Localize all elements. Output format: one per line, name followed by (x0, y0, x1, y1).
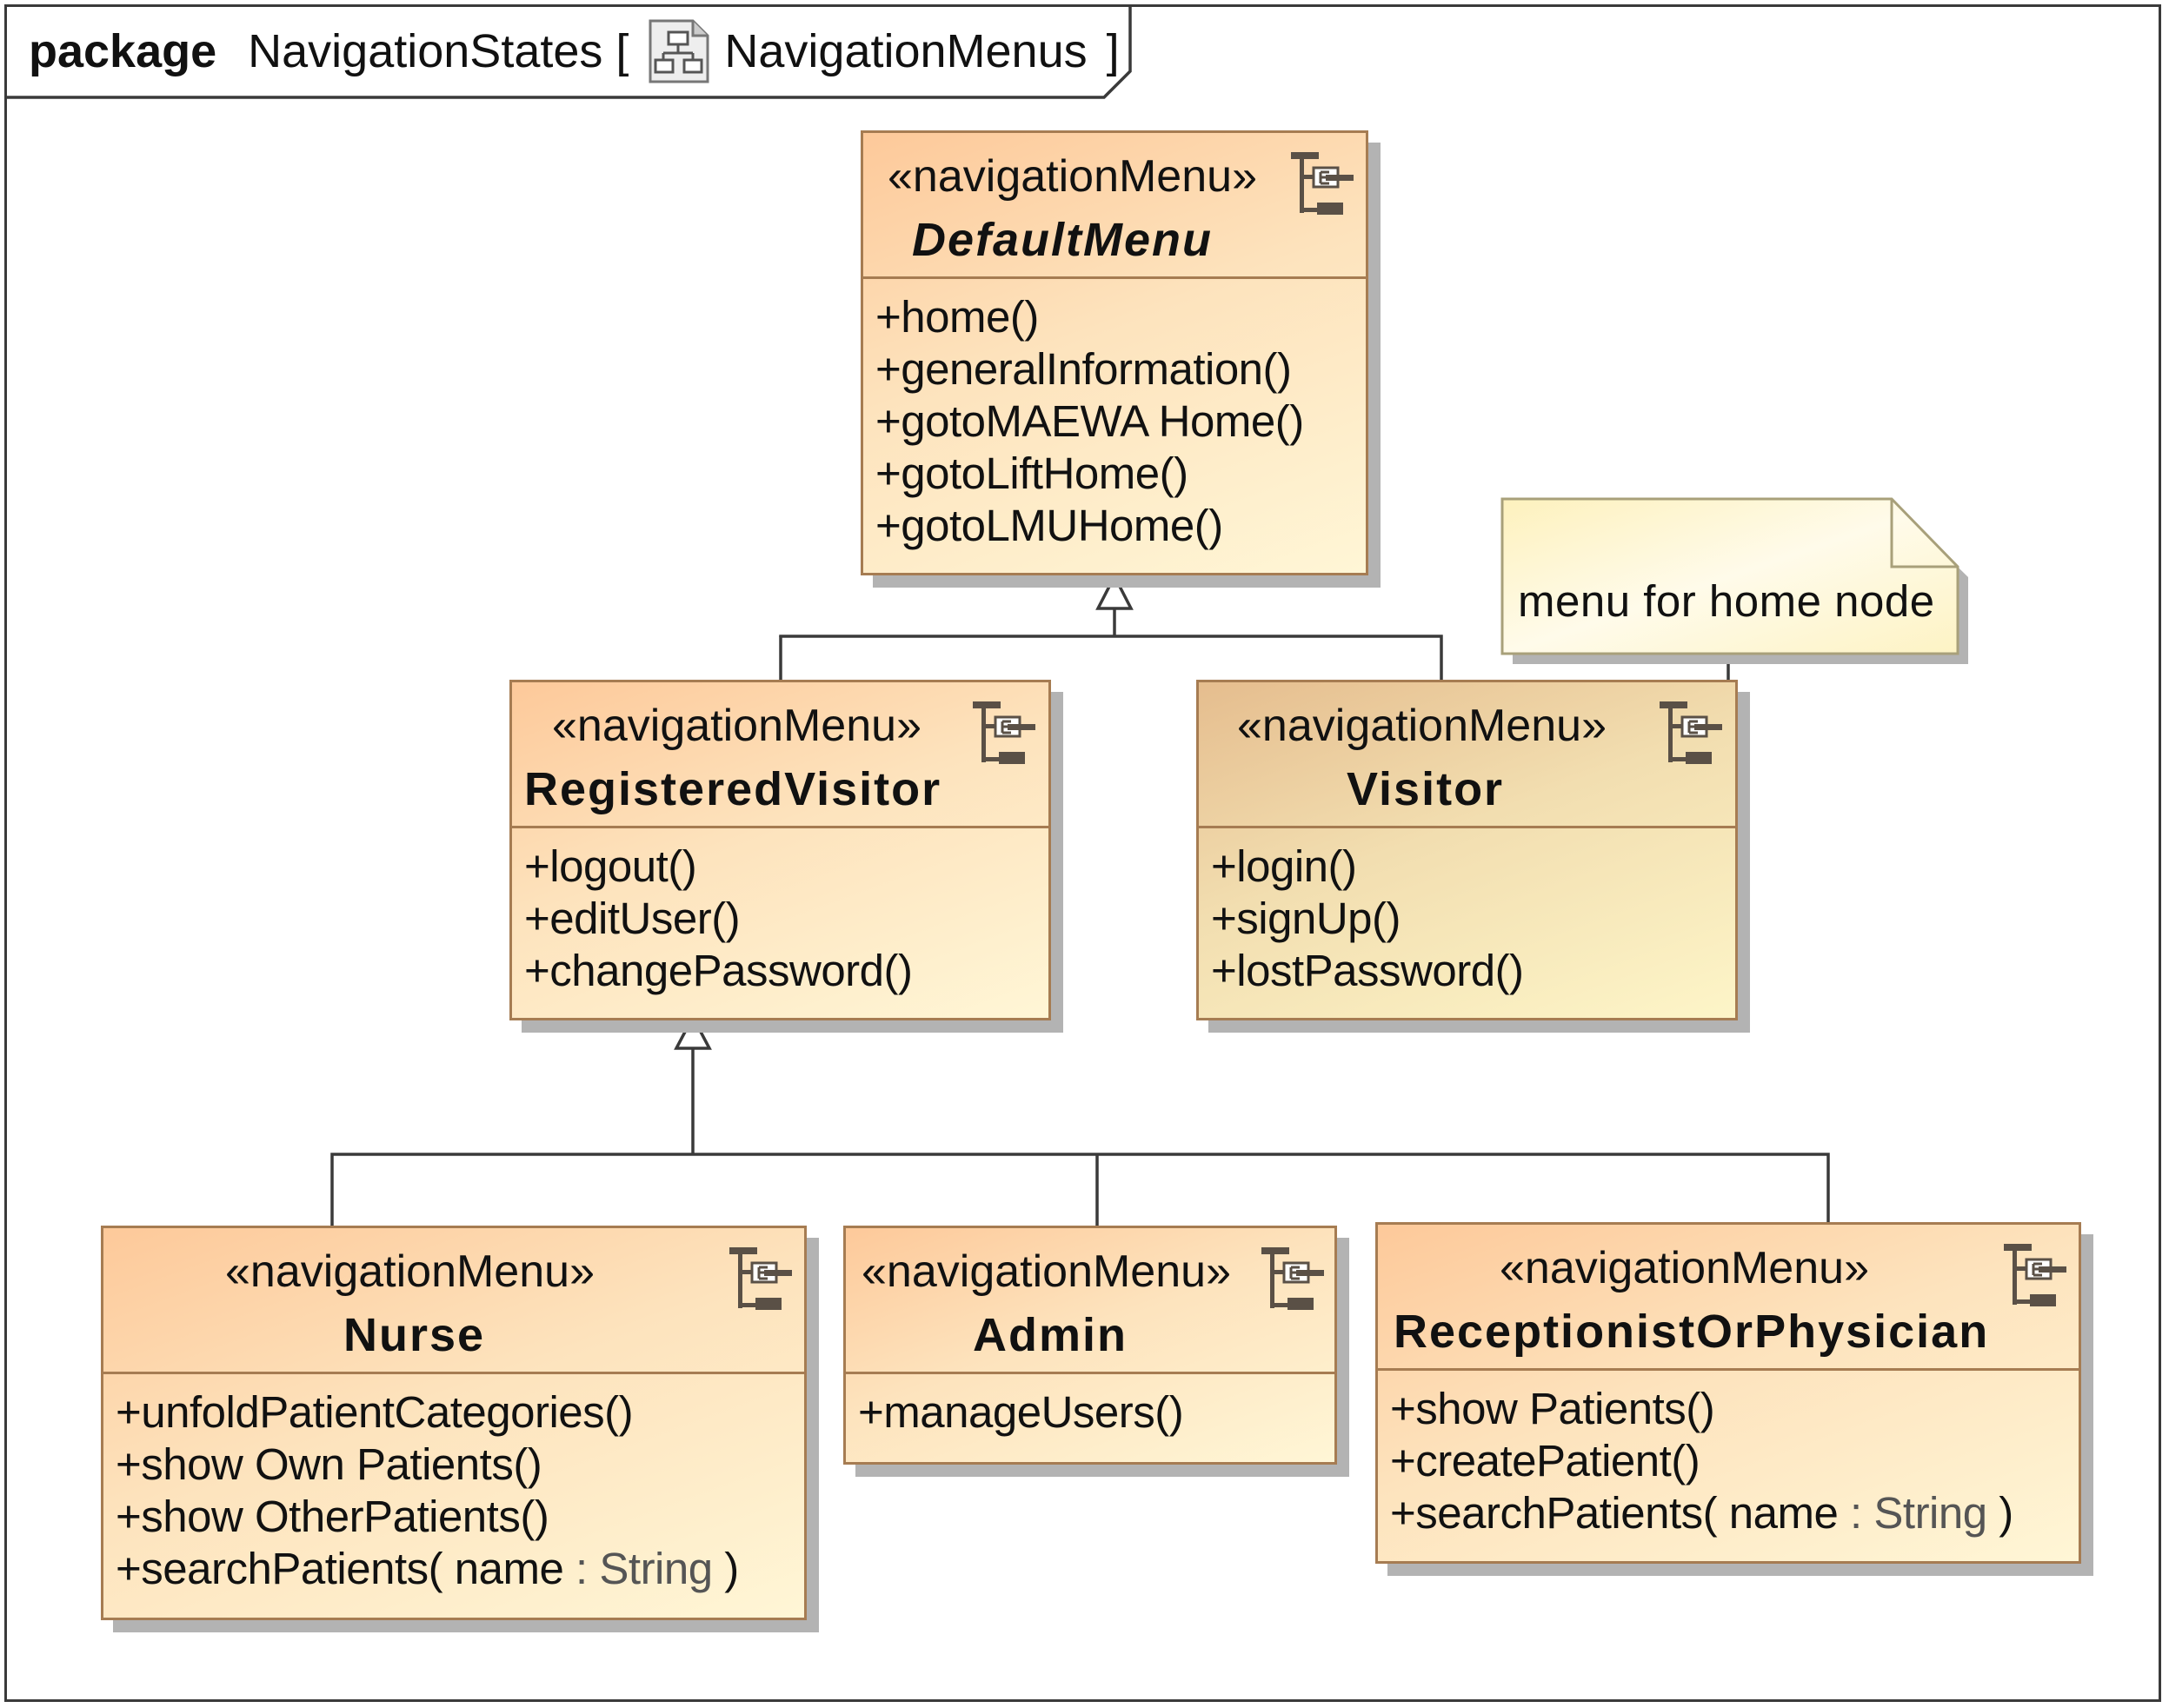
stereotype-label: «navigationMenu» (1237, 701, 1607, 751)
class-name: RegisteredVisitor (524, 763, 942, 815)
stereotype-label: «navigationMenu» (225, 1246, 595, 1297)
class-stereotype-icon (1287, 149, 1355, 218)
param-type: String (599, 1544, 713, 1593)
param-separator: : (1838, 1488, 1874, 1538)
operation: +searchPatients( name : String ) (1390, 1487, 2079, 1539)
operation: +editUser() (524, 894, 741, 943)
operation: +generalInformation() (875, 344, 1292, 394)
param-close: ) (1986, 1488, 2013, 1538)
class-admin[interactable]: «navigationMenu» Admin +manageUsers() (843, 1226, 1337, 1465)
operation: +home() (875, 292, 1039, 342)
operation: +gotoLMUHome() (875, 501, 1223, 550)
operation: +lostPassword() (1211, 946, 1524, 995)
generalization-registered-visitor-to-default-menu (779, 635, 1443, 680)
operation: +unfoldPatientCategories() (116, 1387, 634, 1437)
frame-closing-bracket: ] (1106, 25, 1120, 77)
frame-keyword: package (29, 25, 217, 77)
class-name: Visitor (1347, 763, 1505, 815)
operation-signature: +searchPatients( name (1390, 1488, 1839, 1538)
frame-tab: package NavigationStates [ NavigationMen… (4, 4, 1134, 100)
class-stereotype-icon (726, 1244, 794, 1313)
operations-compartment: +login() +signUp() +lostPassword() (1199, 828, 1735, 997)
operation: +gotoLiftHome() (875, 449, 1188, 498)
operation: +signUp() (1211, 894, 1401, 943)
stereotype-label: «navigationMenu» (862, 1246, 1231, 1297)
class-name: ReceptionistOrPhysician (1394, 1306, 1990, 1358)
class-name: DefaultMenu (912, 214, 1213, 266)
param-type: String (1873, 1488, 1987, 1538)
operations-compartment: +show Patients() +createPatient() +searc… (1378, 1371, 2079, 1539)
operation: +gotoMAEWA Home() (875, 396, 1304, 446)
generalization-branch-line (330, 1153, 1830, 1226)
frame-tab-outline (4, 4, 1132, 99)
note-shape (1500, 497, 1968, 664)
class-visitor[interactable]: «navigationMenu» Visitor +login() +signU… (1196, 680, 1738, 1020)
stereotype-label: «navigationMenu» (888, 151, 1257, 202)
operation: +searchPatients( name : String ) (116, 1543, 804, 1595)
operation: +show Own Patients() (116, 1439, 542, 1489)
class-name: Nurse (343, 1309, 486, 1361)
operation: +createPatient() (1390, 1436, 1700, 1485)
note-text: menu for home node (1518, 576, 1935, 626)
class-header: «navigationMenu» Visitor (1199, 682, 1735, 828)
operation: +changePassword() (524, 946, 913, 995)
class-stereotype-icon (1656, 698, 1724, 768)
operation-signature: +searchPatients( name (116, 1544, 564, 1593)
param-separator: : (563, 1544, 600, 1593)
operations-compartment: +logout() +editUser() +changePassword() (512, 828, 1048, 997)
class-name: Admin (973, 1309, 1128, 1361)
class-nurse[interactable]: «navigationMenu» Nurse +unfoldPatientCat… (101, 1226, 807, 1620)
operation: +logout() (524, 841, 697, 891)
class-header: «navigationMenu» RegisteredVisitor (512, 682, 1048, 828)
stereotype-label: «navigationMenu» (552, 701, 921, 751)
class-stereotype-icon (1258, 1244, 1326, 1313)
class-header: «navigationMenu» DefaultMenu (863, 133, 1366, 279)
operation: +manageUsers() (858, 1387, 1184, 1437)
generalization-arrowhead-registered-visitor (674, 1014, 712, 1050)
generalization-arrowhead-default-menu (1095, 573, 1134, 610)
operation: +login() (1211, 841, 1357, 891)
class-header: «navigationMenu» Admin (846, 1228, 1334, 1374)
diagram-name: NavigationMenus (724, 25, 1088, 77)
class-default-menu[interactable]: «navigationMenu» DefaultMenu +home() +ge… (861, 130, 1368, 575)
class-header: «navigationMenu» ReceptionistOrPhysician (1378, 1225, 2079, 1371)
class-header: «navigationMenu» Nurse (103, 1228, 804, 1374)
class-stereotype-icon (2000, 1240, 2068, 1310)
class-receptionist-or-physician[interactable]: «navigationMenu» ReceptionistOrPhysician… (1375, 1222, 2081, 1564)
operation: +show OtherPatients() (116, 1492, 549, 1541)
operations-compartment: +unfoldPatientCategories() +show Own Pat… (103, 1374, 804, 1595)
frame-title: package NavigationStates [ NavigationMen… (29, 17, 1120, 86)
package-diagram-icon (649, 19, 709, 83)
class-stereotype-icon (969, 698, 1037, 768)
class-registered-visitor[interactable]: «navigationMenu» RegisteredVisitor +logo… (509, 680, 1051, 1020)
operations-compartment: +home() +generalInformation() +gotoMAEWA… (863, 279, 1366, 552)
operations-compartment: +manageUsers() (846, 1374, 1334, 1439)
stereotype-label: «navigationMenu» (1500, 1243, 1869, 1293)
package-name: NavigationStates [ (248, 25, 629, 77)
operation: +show Patients() (1390, 1384, 1715, 1433)
param-close: ) (712, 1544, 739, 1593)
note: menu for home node (1500, 497, 1968, 664)
